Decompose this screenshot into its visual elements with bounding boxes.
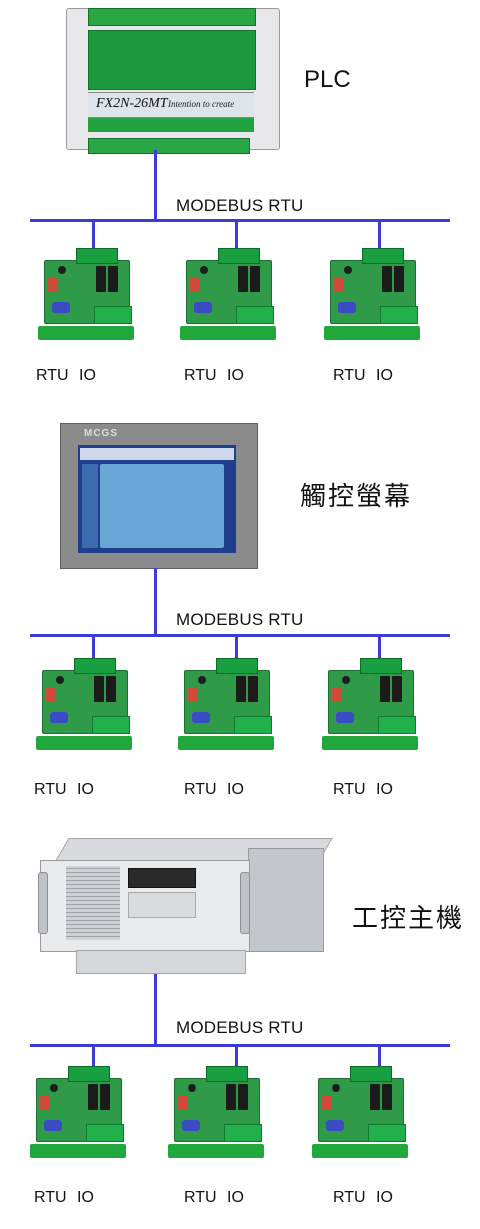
rtu-io-board <box>324 248 420 340</box>
rtu-label: RTU IO <box>184 1189 244 1206</box>
bus-drop <box>235 636 238 662</box>
bus-drop <box>235 1046 238 1070</box>
rtu-label: RTU IO <box>333 367 393 384</box>
plc-model-text: FX2N-26MT <box>96 96 168 111</box>
rtu-label: RTU IO <box>36 367 96 384</box>
hmi-brand-text: MCGS <box>84 428 118 439</box>
rtu-label: RTU IO <box>184 367 244 384</box>
rtu-label: RTU IO <box>333 781 393 798</box>
rtu-io-board <box>168 1066 264 1158</box>
rtu-label: RTU IO <box>184 781 244 798</box>
rtu-io-board <box>180 248 276 340</box>
network-label-2: MODEBUS RTU <box>176 610 304 629</box>
plc-tagline-text: Intention to create <box>168 99 235 109</box>
rtu-io-board <box>30 1066 126 1158</box>
rtu-label: RTU IO <box>333 1189 393 1206</box>
bus-drop <box>92 1046 95 1070</box>
rtu-label: RTU IO <box>34 781 94 798</box>
rtu-io-board <box>322 658 418 750</box>
plc-label: PLC <box>304 66 351 93</box>
bus-drop <box>92 221 95 251</box>
rtu-io-board <box>312 1066 408 1158</box>
bus-drop <box>92 636 95 662</box>
hmi-label: 觸控螢幕 <box>300 482 413 512</box>
rtu-io-board <box>36 658 132 750</box>
ipc-label: 工控主機 <box>352 904 465 934</box>
rtu-io-board <box>178 658 274 750</box>
rtu-label: RTU IO <box>34 1189 94 1206</box>
plc-drop-line <box>154 150 157 220</box>
bus-drop <box>378 221 381 251</box>
network-label-1: MODEBUS RTU <box>176 196 304 215</box>
network-label-3: MODEBUS RTU <box>176 1018 304 1037</box>
ipc-drop-line <box>154 974 157 1046</box>
bus-line-3 <box>30 1044 450 1047</box>
bus-drop <box>378 636 381 662</box>
bus-line-1 <box>30 219 450 222</box>
rtu-io-board <box>38 248 134 340</box>
bus-line-2 <box>30 634 450 637</box>
bus-drop <box>378 1046 381 1070</box>
hmi-drop-line <box>154 568 157 636</box>
bus-drop <box>235 221 238 251</box>
